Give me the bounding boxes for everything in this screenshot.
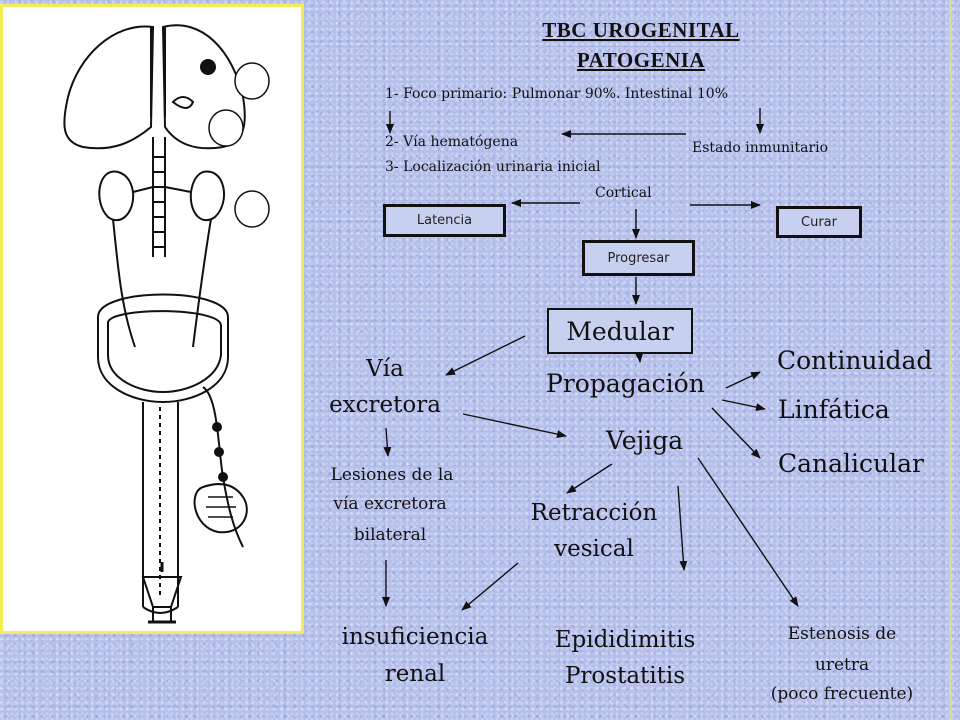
estenosis-line-3: (poco frecuente) [770,684,914,704]
bladder-inner [107,310,222,394]
estenosis-line-2: uretra [814,655,870,675]
propagacion-node: Propagación [546,369,705,398]
left-lung-outline [63,25,155,150]
anatomy-illustration-panel [0,4,304,634]
vejiga-node: Vejiga [606,426,684,455]
empty-circle-1 [234,62,270,100]
empty-circle-2 [208,109,244,147]
arrow-vejiga-to-estenosis [697,457,799,607]
via-excretora-line-2: excretora [329,392,441,418]
canalicular-node: Canalicular [778,449,924,478]
insuficiencia-line-1: insuficiencia [341,624,489,650]
right-kidney [189,170,225,222]
arrow-propagacion-to-linfatica [721,399,766,412]
progresar-box: Progresar [582,240,695,276]
lesiones-line-3: bilateral [353,525,427,545]
epididimitis-line-2: Prostatitis [564,663,686,689]
cortical-label: Cortical [595,185,652,201]
arrow-via-to-vejiga [462,413,567,439]
linfatica-node: Linfática [778,395,890,424]
arrow-medular-to-via-excretora [445,335,526,376]
right-ureter [192,218,212,348]
title-line-2: PATOGENIA [576,48,706,72]
bladder [97,293,229,404]
retraccion-line-2: vesical [554,536,634,562]
arrow-vejiga-to-retraccion [566,463,613,494]
medular-box: Medular [547,308,693,354]
testis-epididymis [193,483,248,534]
estenosis-line-1: Estenosis de [787,624,897,644]
spine-segments [153,156,165,248]
lesiones-line-1: Lesiones de la [330,465,454,485]
arrow-via-to-lesiones [383,427,392,457]
urogenital-anatomy-drawing [63,24,248,624]
right-lung-outline [161,24,246,150]
primary-focus-lesion [200,59,216,75]
insuficiencia-line-2: renal [384,661,446,687]
arrow-vejiga-to-epididimitis [677,485,688,571]
arrow-retraccion-to-insuficiencia [461,562,519,611]
title-line-1: TBC UROGENITAL [542,18,740,42]
step-via-hematogena: 2- Vía hematógena [385,134,519,150]
urethra [142,402,179,614]
via-excretora-line-1: Vía [366,356,404,382]
curar-box: Curar [776,206,862,238]
empty-circle-3 [234,190,270,228]
trachea [150,27,166,117]
retraccion-line-1: Retracción [530,500,658,526]
continuidad-node: Continuidad [777,346,933,375]
lymph-node-cluster [171,96,195,109]
renal-vessels [132,186,192,193]
arrow-propagacion-to-continuidad [725,371,761,389]
lesiones-line-2: vía excretora [333,494,447,514]
left-kidney [98,170,135,222]
latencia-box: Latencia [383,204,506,237]
arrow-propagacion-to-canalicular [711,407,761,459]
left-ureter [112,218,136,348]
epididimitis-line-1: Epididimitis [554,627,696,653]
step-localizacion: 3- Localización urinaria inicial [385,159,601,175]
estado-inmunitario: Estado inmunitario [692,140,829,156]
step-foco-primario: 1- Foco primario: Pulmonar 90%. Intestin… [385,86,728,102]
